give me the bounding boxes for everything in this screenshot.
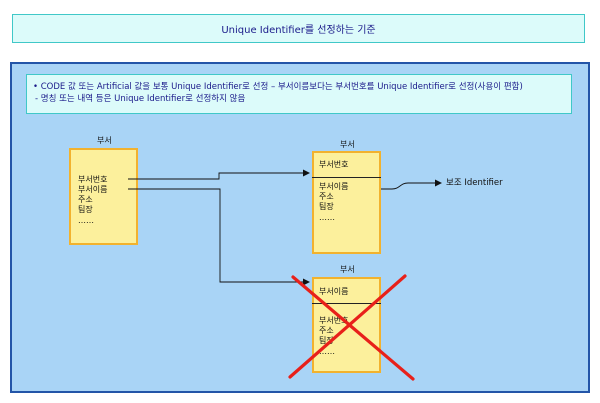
top-right-entity-caption: 부서 [340,140,355,149]
top-right-entity-box [312,151,381,254]
top-right-entity-attr-2: 주소 [319,192,334,201]
connector-to-secondary-identifier [381,179,442,190]
left-entity-box [69,148,138,245]
top-right-entity-identifier: 부서번호 [319,160,349,169]
left-entity-caption: 부서 [97,136,112,145]
bottom-right-entity-attr-3: 팀장 [319,336,334,345]
note-line-1: • CODE 값 또는 Artificial 값을 보통 Unique Iden… [33,82,523,92]
connector-to-bottom-entity [128,188,310,286]
bottom-right-entity-identifier: 부서이름 [319,287,349,296]
title-box: Unique Identifier를 선정하는 기준 [12,14,585,43]
top-right-entity-attr-1: 부서이름 [319,182,349,191]
secondary-identifier-label: 보조 Identifier [446,178,503,188]
left-entity-attr-3: 주소 [78,195,93,204]
left-entity-attr-5: …… [78,216,94,225]
bottom-right-entity-attr-4: …… [319,347,335,356]
connector-to-top-entity [128,169,310,180]
left-entity-attr-2: 부서이름 [78,185,108,194]
bottom-right-entity-attr-1: 부서번호 [319,316,349,325]
bottom-right-entity-box [312,277,381,373]
top-right-entity-attr-3: 팀장 [319,202,334,211]
top-right-entity-divider [312,177,381,178]
bottom-right-entity-attr-2: 주소 [319,326,334,335]
note-box: • CODE 값 또는 Artificial 값을 보통 Unique Iden… [26,74,572,114]
bottom-right-entity-divider [312,303,381,304]
note-line-2: - 명칭 또는 내역 등은 Unique Identifier로 선정하지 않음 [35,94,246,104]
reject-x-mark [288,274,415,381]
page-title: Unique Identifier를 선정하는 기준 [221,25,376,36]
left-entity-attr-4: 팀장 [78,205,93,214]
top-right-entity-attr-4: …… [319,213,335,222]
left-entity-attr-1: 부서번호 [78,175,108,184]
bottom-right-entity-caption: 부서 [340,265,355,274]
